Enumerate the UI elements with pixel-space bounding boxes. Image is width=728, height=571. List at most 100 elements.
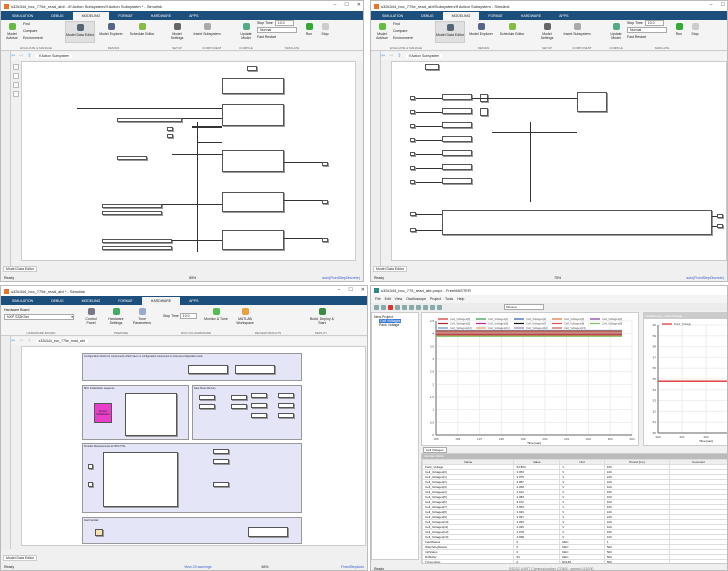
output-block[interactable] [213, 449, 229, 454]
tab-modeling[interactable]: MODELING [81, 299, 101, 303]
scope-tab-cell-voltages[interactable]: Cell Voltages [423, 447, 447, 453]
solver-link[interactable]: auto(FixedStepDiscrete) [322, 275, 360, 280]
data-store-block[interactable] [231, 395, 247, 400]
insert-subsystem-button[interactable]: Insert Subsystem [191, 21, 223, 43]
image-icon[interactable] [13, 91, 19, 97]
model-advisor-button[interactable]: Model Advisor [3, 21, 21, 43]
diagram-block[interactable] [717, 224, 723, 228]
data-store-block[interactable] [199, 395, 215, 400]
diagram-block[interactable] [222, 230, 284, 250]
diagram-block[interactable] [442, 150, 472, 156]
diagram-block[interactable] [102, 204, 162, 208]
data-store-block[interactable] [278, 413, 294, 418]
diagram-block[interactable] [322, 200, 328, 204]
hardware-board-select[interactable]: NXP S32K3xx▾ [4, 314, 74, 320]
diagram-block[interactable] [410, 180, 415, 184]
tab-hardware[interactable]: HARDWARE [520, 14, 542, 18]
data-store-block[interactable] [199, 404, 215, 409]
model-data-editor-tab[interactable]: Model Data Editor [3, 266, 38, 272]
diagram-block[interactable] [410, 124, 415, 128]
model-settings-button[interactable]: Model Settings [537, 21, 557, 43]
diagram-block[interactable] [410, 138, 415, 142]
tool-icon[interactable] [416, 304, 421, 310]
diagram-block[interactable] [410, 96, 415, 100]
update-model-button[interactable]: Update Model [237, 21, 255, 43]
up-icon[interactable]: ⇧ [27, 53, 32, 59]
run-button[interactable]: Run [673, 21, 685, 43]
forward-icon[interactable]: ⇨ [389, 53, 394, 59]
output-block[interactable] [213, 482, 229, 487]
diagram-block[interactable] [322, 162, 328, 166]
back-icon[interactable]: ⇦ [11, 338, 16, 344]
simulation-mode-select[interactable]: Normal [627, 27, 667, 33]
fault-block[interactable] [95, 529, 103, 536]
diagram-block[interactable] [442, 164, 472, 170]
diagram-canvas[interactable] [21, 61, 356, 261]
stop-time-input[interactable]: 10.0 [179, 313, 197, 319]
tool-icon[interactable] [437, 304, 442, 310]
tab-format[interactable]: FORMAT [488, 14, 503, 18]
diagram-block[interactable] [410, 212, 416, 216]
font-select[interactable]: Tahoma [504, 304, 544, 310]
stop-button[interactable]: Stop [319, 21, 331, 43]
maximize-icon[interactable]: ☐ [720, 2, 725, 8]
schedule-editor-button[interactable]: Schedule Editor [127, 21, 157, 43]
tab-hardware[interactable]: HARDWARE [150, 14, 172, 18]
model-settings-button[interactable]: Model Settings [167, 21, 187, 43]
diagram-block[interactable] [322, 238, 328, 242]
stop-icon[interactable] [388, 304, 393, 310]
minimize-icon[interactable]: – [337, 287, 341, 293]
model-browser-strip[interactable] [1, 51, 11, 266]
update-model-button[interactable]: Update Model [607, 21, 625, 43]
environment-button[interactable]: Environment [23, 36, 43, 40]
annotation-icon[interactable] [13, 82, 19, 88]
tab-simulation[interactable]: SIMULATION [382, 14, 404, 18]
diagram-block[interactable] [442, 108, 472, 114]
insert-subsystem-button[interactable]: Insert Subsystem [561, 21, 593, 43]
diagram-block[interactable] [102, 211, 162, 215]
menu-edit[interactable]: Edit [384, 297, 391, 301]
tree-item-pack-voltage[interactable]: Pack Voltage [379, 323, 400, 327]
menu-file[interactable]: File [375, 297, 381, 301]
tab-simulation[interactable]: SIMULATION [12, 299, 34, 303]
diagram-block[interactable] [577, 92, 607, 112]
fit-icon[interactable] [13, 73, 19, 79]
minimize-icon[interactable]: – [333, 2, 337, 8]
stop-button[interactable]: Stop [689, 21, 701, 43]
fast-restart-toggle[interactable]: Fast Restart [257, 35, 277, 39]
tool-icon[interactable] [430, 304, 435, 310]
model-browser-strip[interactable] [371, 51, 381, 266]
diagram-block[interactable] [442, 178, 472, 184]
tool-icon[interactable] [423, 304, 428, 310]
data-store-block[interactable] [231, 404, 247, 409]
tab-simulation[interactable]: SIMULATION [12, 14, 34, 18]
diagram-block[interactable] [167, 134, 173, 138]
model-data-editor-button[interactable]: Model Data Editor [65, 21, 95, 43]
up-icon[interactable]: ⇧ [27, 338, 32, 344]
warnings-link[interactable]: View 23 warnings [184, 564, 212, 569]
matlab-workspace-button[interactable]: MATLAB Workspace [231, 306, 259, 325]
model-data-editor-tab[interactable]: Model Data Editor [3, 555, 38, 561]
minimize-icon[interactable]: – [709, 2, 713, 8]
model-browser-strip[interactable] [1, 336, 11, 549]
tab-debug[interactable]: DEBUG [51, 14, 64, 18]
stop-time-input[interactable]: 10.0 [274, 20, 294, 26]
diagram-block[interactable] [442, 94, 472, 100]
back-icon[interactable]: ⇦ [11, 53, 16, 59]
environment-button[interactable]: Environment [393, 36, 413, 40]
diagram-block[interactable] [222, 104, 284, 126]
model-data-editor-button[interactable]: Model Data Editor [435, 21, 465, 43]
diagram-block[interactable] [222, 78, 284, 94]
diagram-block[interactable] [410, 110, 415, 114]
forward-icon[interactable]: ⇨ [19, 338, 24, 344]
build-deploy-button[interactable]: Build, Deploy & Start [307, 306, 337, 325]
tune-parameters-button[interactable]: Tune Parameters [130, 306, 154, 325]
data-store-block[interactable] [278, 393, 294, 398]
config-block[interactable] [235, 365, 275, 374]
compare-button[interactable]: Compare [393, 29, 407, 33]
breadcrumb-item[interactable]: If Action Subsystem [405, 54, 443, 58]
diagram-block[interactable] [410, 166, 415, 170]
diagram-block[interactable] [167, 127, 173, 131]
